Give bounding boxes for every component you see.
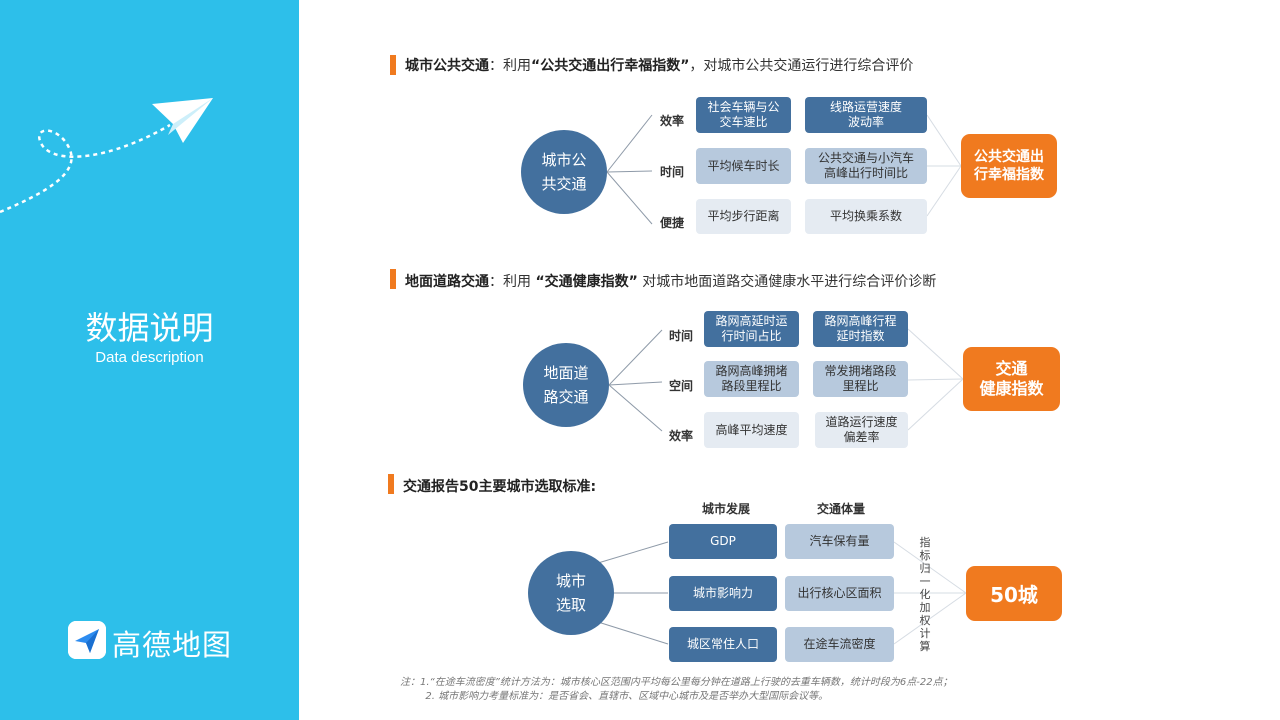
indicator-box: 高峰平均速度	[704, 412, 799, 448]
section-2-title: 地面道路交通：利用 “交通健康指数” 对城市地面道路交通健康水平进行综合评价诊断	[405, 274, 937, 290]
column-header-city-development: 城市发展	[702, 502, 751, 516]
footnote: 注：1.“在途车流密度”统计方法为：城市核心区范围内平均每公里每分钟在道路上行驶…	[400, 677, 953, 702]
sidebar-title: 数据说明	[85, 309, 214, 347]
indicator-box: 路网高延时运 行时间占比	[704, 311, 799, 347]
section-1-bar	[390, 55, 396, 75]
indicator-box: 汽车保有量	[785, 524, 894, 559]
amap-logo-icon	[68, 621, 106, 659]
center-node-public-transit: 城市公 共交通	[521, 130, 607, 214]
result-node-50-cities: 50城	[966, 566, 1062, 621]
indicator-box: 出行核心区面积	[785, 576, 894, 611]
result-node-happiness-index: 公共交通出 行幸福指数	[961, 134, 1057, 198]
paper-plane-icon	[0, 98, 213, 214]
section-1-title: 城市公共交通：利用“公共交通出行幸福指数”，对城市公共交通运行进行综合评价	[405, 58, 914, 74]
indicator-box: 城市影响力	[669, 576, 777, 611]
dimension-label: 效率	[660, 114, 685, 128]
section-2-bar	[390, 269, 396, 289]
indicator-box: 平均候车时长	[696, 148, 791, 184]
sidebar: 数据说明 Data description 高德地图	[0, 0, 299, 720]
dimension-label: 时间	[669, 329, 694, 343]
normalization-label: 指标归一化加权计算	[919, 536, 931, 653]
indicator-box: 平均步行距离	[696, 199, 791, 234]
indicator-box: 道路运行速度 偏差率	[815, 412, 908, 448]
center-node-city-selection: 城市 选取	[528, 551, 614, 635]
indicator-box: 社会车辆与公 交车速比	[696, 97, 791, 133]
indicator-box: 线路运营速度 波动率	[805, 97, 927, 133]
indicator-box: 路网高峰行程 延时指数	[813, 311, 908, 347]
dimension-label: 时间	[660, 165, 685, 179]
section-3-bar	[388, 474, 394, 494]
column-header-traffic-volume: 交通体量	[817, 502, 866, 516]
amap-logo-text: 高德地图	[112, 628, 233, 662]
indicator-box: 路网高峰拥堵 路段里程比	[704, 361, 799, 397]
indicator-box: 常发拥堵路段 里程比	[813, 361, 908, 397]
indicator-box: 在途车流密度	[785, 627, 894, 662]
section-3-title: 交通报告50主要城市选取标准:	[403, 479, 597, 495]
result-node-health-index: 交通 健康指数	[963, 347, 1060, 411]
center-node-road-traffic: 地面道 路交通	[523, 343, 609, 427]
dimension-label: 便捷	[660, 216, 685, 230]
sidebar-subtitle: Data description	[95, 349, 204, 366]
dimension-label: 空间	[669, 379, 694, 393]
indicator-box: 城区常住人口	[669, 627, 777, 662]
indicator-box: 公共交通与小汽车 高峰出行时间比	[805, 148, 927, 184]
indicator-box: GDP	[669, 524, 777, 559]
indicator-box: 平均换乘系数	[805, 199, 927, 234]
dimension-label: 效率	[669, 429, 694, 443]
